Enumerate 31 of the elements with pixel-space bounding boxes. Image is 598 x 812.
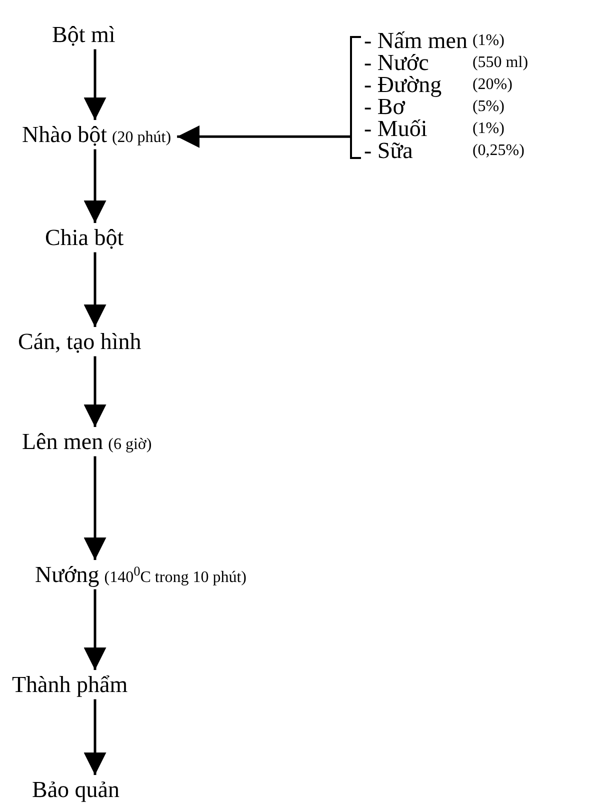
- ingredient-amount: (20%): [472, 75, 514, 95]
- step-label: Nhào bột: [22, 122, 107, 147]
- step-label: Thành phẩm: [12, 672, 128, 697]
- arrow: [84, 49, 106, 120]
- arrow: [84, 699, 106, 775]
- ingredient-name: - Muối: [364, 118, 428, 140]
- step-label: Nướng: [35, 562, 100, 587]
- arrow: [84, 356, 106, 427]
- ingredient-name: - Đường: [364, 74, 443, 96]
- ingredient-amount: (550 ml): [472, 53, 528, 73]
- ingredient-amount: (5%): [472, 97, 506, 117]
- arrow: [84, 456, 106, 560]
- arrow: [177, 125, 351, 148]
- ingredient-name: - Nấm men: [364, 30, 468, 52]
- step-detail: (6 giờ): [108, 436, 152, 453]
- ingredient-name: - Bơ: [364, 96, 406, 118]
- step-detail: (20 phút): [112, 129, 172, 146]
- ingredient-amount: (1%): [472, 31, 506, 51]
- arrow: [84, 252, 106, 327]
- ingredient-name: - Sữa: [364, 140, 414, 162]
- ingredient-amount: (0,25%): [472, 141, 526, 161]
- step-label: Chia bột: [45, 225, 124, 250]
- ingredient-amount: (1%): [472, 119, 506, 139]
- arrow: [84, 149, 106, 223]
- step-label: Cán, tạo hình: [18, 329, 142, 354]
- step-label: Bảo quản: [32, 777, 120, 802]
- step-label: Bột mì: [52, 22, 116, 47]
- step-label: Lên men: [22, 429, 104, 454]
- arrow: [84, 589, 106, 670]
- step-detail: (140$^{0}$C trong 10 phút): [104, 569, 246, 586]
- ingredient-name: - Nước: [364, 52, 430, 74]
